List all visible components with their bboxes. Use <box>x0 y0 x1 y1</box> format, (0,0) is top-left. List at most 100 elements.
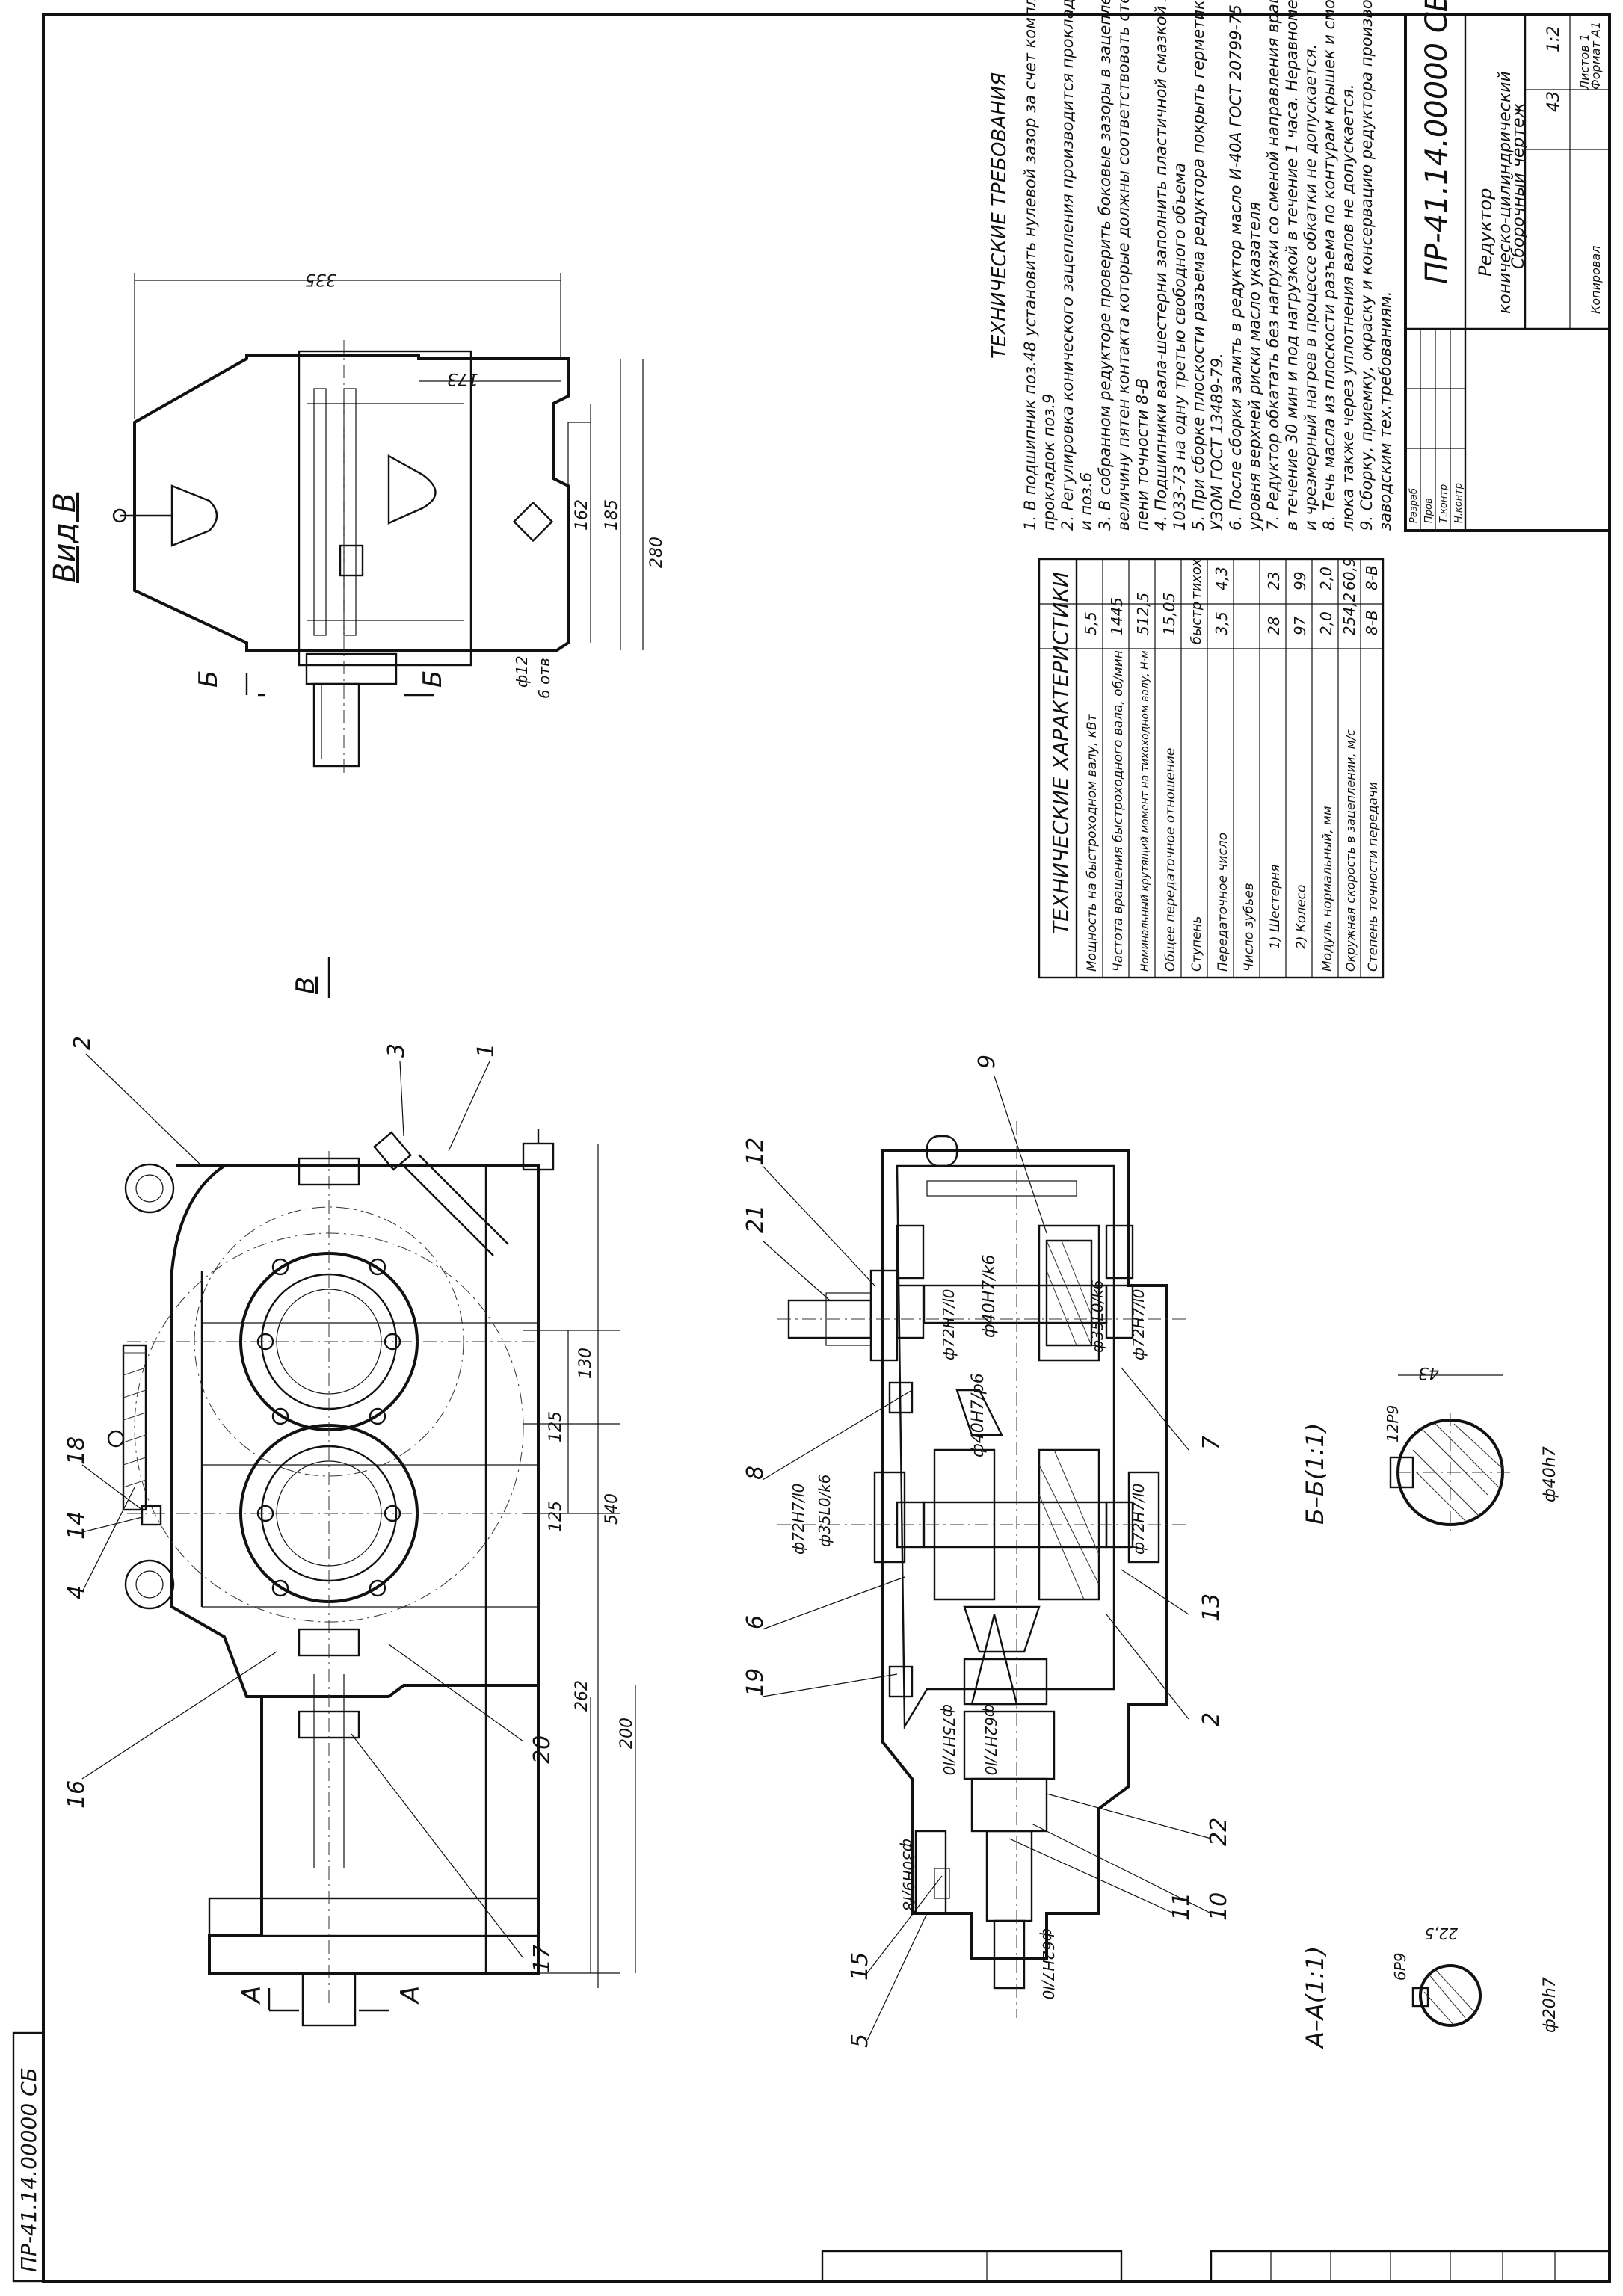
spec-v1-5: 3,5 <box>1213 611 1231 635</box>
bottom-stamp <box>821 2250 1611 2283</box>
dim-43: 43 <box>1418 1363 1439 1382</box>
title-mass: 43 <box>1545 91 1563 112</box>
leader-2b: 2 <box>1198 1712 1225 1726</box>
dim-162: 162 <box>573 499 591 531</box>
spec-v2-5: 4,3 <box>1213 567 1231 590</box>
leader-13: 13 <box>1198 1593 1225 1622</box>
leader-1: 1 <box>473 1043 499 1058</box>
title-sheets: Листов 1 <box>1577 34 1592 90</box>
spec-label-1: Частота вращения быстроходного вала, об/… <box>1111 650 1126 972</box>
requirements-heading: ТЕХНИЧЕСКИЕ ТРЕБОВАНИЯ <box>988 72 1011 359</box>
fit-4: ф72H7/l0 <box>1130 1289 1148 1360</box>
spec-label-6: Число зубьев <box>1242 883 1257 972</box>
technical-requirements: ТЕХНИЧЕСКИЕ ТРЕБОВАНИЯ 1. В подшипник по… <box>988 0 1394 531</box>
section-bb-label: Б–Б(1:1) <box>1301 1423 1329 1525</box>
spec-v2-8: 99 <box>1291 572 1309 590</box>
fit-9: ф75H7/l0 <box>940 1704 958 1775</box>
spec-v2-7: 23 <box>1265 572 1283 590</box>
req-line-15: и чрезмерный нагрев в процессе обкатки н… <box>1302 44 1319 531</box>
title-name-3: Сборочный чертеж <box>1509 102 1528 269</box>
spec-v1-10: 254,2 <box>1340 593 1358 635</box>
spec-v2-10: 60,9 <box>1340 557 1358 590</box>
dim-d12: ф12 <box>513 655 531 688</box>
leader-4: 4 <box>64 1585 90 1599</box>
req-line-7: 4. Подшипники вала-шестерни заполнить пл… <box>1152 0 1170 531</box>
view-v: Вид В 335 173 162 185 280 ф12 6 отв <box>48 270 666 777</box>
left-strip-code: ПР-41.14.00000 СБ <box>16 2067 41 2272</box>
title-block: ПР-41.14.00000 СБ Редуктор коническо-цил… <box>1404 0 1611 532</box>
title-format: Формат А1 <box>1589 22 1603 90</box>
fit-2: ф40H7/k6 <box>980 1255 999 1339</box>
leader-8: 8 <box>742 1466 769 1480</box>
leader-5: 5 <box>847 2034 873 2048</box>
spec-v1-11: 8-В <box>1363 610 1381 635</box>
dim-holes: 6 отв <box>535 658 553 699</box>
section-leaders: 12 21 9 8 6 19 7 13 2 15 5 22 10 11 <box>742 1055 1232 2048</box>
spec-v1-3: 15,05 <box>1160 593 1178 635</box>
cut-a-left: А <box>237 1986 267 2005</box>
spec-v1-4: быстр <box>1189 602 1204 644</box>
spec-v2-9: 2,0 <box>1317 567 1335 590</box>
title-copied: Копировал <box>1589 246 1603 314</box>
title-name-2: коническо-цилиндрический <box>1496 71 1515 314</box>
leader-11: 11 <box>1168 1892 1195 1921</box>
title-code: ПР-41.14.00000 СБ <box>1420 0 1454 284</box>
specs-heading: ТЕХНИЧЕСКИЕ ХАРАКТЕРИСТИКИ <box>1048 572 1073 934</box>
dim-200: 200 <box>618 1718 636 1749</box>
req-line-17: люка также через уплотнения валов не доп… <box>1339 84 1357 531</box>
leader-14: 14 <box>64 1511 90 1540</box>
dim-40h7: ф40h7 <box>1541 1446 1559 1502</box>
title-name-1: Редуктор <box>1475 188 1496 277</box>
req-line-14: в течение 30 мин и под нагрузкой в течен… <box>1283 0 1301 531</box>
fit-3: ф35L0/k6 <box>1088 1280 1106 1353</box>
dim-540: 540 <box>603 1493 621 1525</box>
dim-125a: 125 <box>546 1411 565 1442</box>
spec-v1-9: 2,0 <box>1317 611 1335 635</box>
req-line-19: заводским тех.требованиям. <box>1376 291 1394 531</box>
req-line-0: 1. В подшипник поз.48 установить нулевой… <box>1021 0 1039 531</box>
spec-label-3: Общее передаточное отношение <box>1163 748 1178 972</box>
leader-20: 20 <box>529 1735 555 1764</box>
dim-6p9: 6P9 <box>1391 1952 1409 1981</box>
title-role-3: Т.контр <box>1438 484 1450 523</box>
req-line-4: 3. В собранном редукторе проверить боков… <box>1096 0 1114 531</box>
fit-7: ф35L0/k6 <box>816 1475 834 1547</box>
dim-125b: 125 <box>546 1501 565 1532</box>
fit-1: ф72H7/l0 <box>940 1289 958 1360</box>
req-line-9: 5. При сборке плоскости разъема редуктор… <box>1189 0 1207 531</box>
view-v-label: Вид В <box>48 493 82 583</box>
spec-label-5: Передаточное число <box>1216 833 1231 972</box>
leader-17: 17 <box>529 1945 555 1973</box>
dim-12p9: 12P9 <box>1384 1405 1402 1442</box>
leader-19: 19 <box>742 1668 769 1697</box>
fit-11: ф30H9/f8 <box>899 1839 917 1911</box>
leader-15: 15 <box>847 1952 873 1981</box>
dim-335: 335 <box>305 270 336 288</box>
front-view: 130 125 125 540 262 200 А А <box>107 1129 636 2027</box>
leader-10: 10 <box>1206 1892 1232 1921</box>
cut-b-left: Б <box>194 670 224 688</box>
spec-v2-4: тихох <box>1189 558 1204 599</box>
title-role-1: Разраб <box>1408 488 1420 523</box>
req-line-2: 2. Регулировка конического зацепления пр… <box>1059 0 1077 531</box>
spec-label-4: Ступень <box>1189 916 1204 972</box>
dim-185: 185 <box>603 499 621 531</box>
spec-label-8: 2) Колесо <box>1294 885 1309 949</box>
title-role-2: Пров <box>1423 498 1435 523</box>
spec-label-11: Степень точности передачи <box>1366 782 1381 972</box>
req-line-18: 9. Сборку, приемку, окраску и консерваци… <box>1358 0 1376 531</box>
dim-262: 262 <box>573 1680 591 1712</box>
spec-v1-0: 5,5 <box>1082 611 1100 635</box>
req-line-16: 8. Течь масла из плоскости разъема по ко… <box>1320 0 1338 531</box>
spec-v1-1: 1445 <box>1108 597 1126 635</box>
req-line-5: величину пятен контакта которые должны с… <box>1115 0 1133 531</box>
req-line-12: уровня верхней риски масло указателя <box>1245 202 1263 531</box>
doc-code-strip <box>12 2031 45 2283</box>
spec-v1-2: 512,5 <box>1134 593 1152 635</box>
leader-6: 6 <box>742 1615 769 1629</box>
title-role-4: Н.контр <box>1453 483 1465 523</box>
spec-label-7: 1) Шестерня <box>1268 865 1283 949</box>
spec-label-0: Мощность на быстроходном валу, кВт <box>1085 713 1100 972</box>
leader-18: 18 <box>64 1436 90 1465</box>
